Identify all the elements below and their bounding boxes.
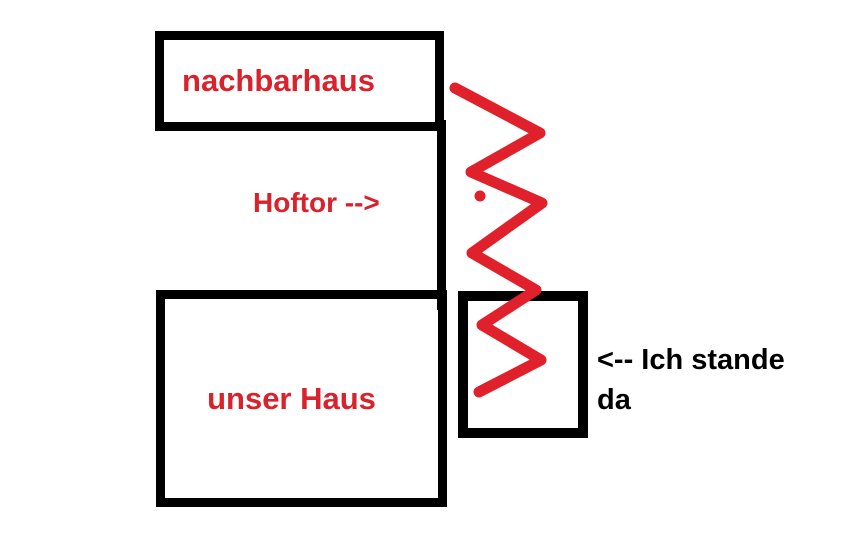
neighbor-house-box: nachbarhaus [155,31,444,131]
our-house-box: unser Haus [156,290,447,507]
standing-note-line1: <-- Ich stande [597,344,785,376]
standing-spot-box [458,291,588,438]
gate-label: Hoftor --> [253,187,380,218]
yard-wall-line [437,120,446,310]
neighbor-house-label: nachbarhaus [182,63,375,98]
our-house-label: unser Haus [207,380,376,416]
standing-note-line2: da [597,384,631,416]
red-dot-marker [474,190,486,202]
standing-note: <-- Ich stande da [597,340,785,420]
